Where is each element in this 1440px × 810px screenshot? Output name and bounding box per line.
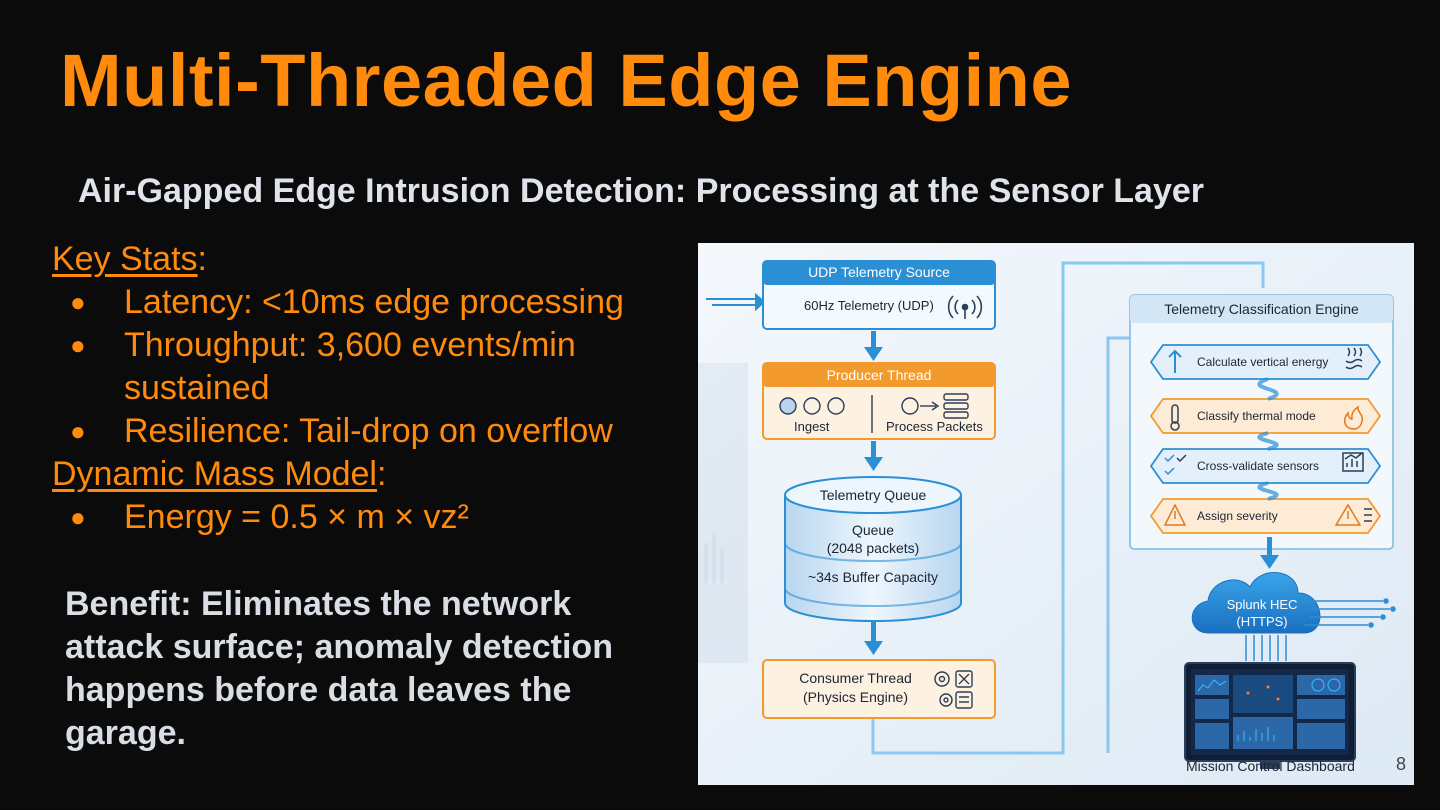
consumer-line1: Consumer Thread xyxy=(799,670,912,686)
udp-source-title: UDP Telemetry Source xyxy=(808,264,950,280)
energy-formula: ●Energy = 0.5 × m × vz² xyxy=(52,496,692,539)
step-thermal-mode: Classify thermal mode xyxy=(1197,409,1316,423)
producer-process-label: Process Packets xyxy=(886,419,983,434)
slide-title: Multi-Threaded Edge Engine xyxy=(60,39,1073,122)
producer-ingest-label: Ingest xyxy=(794,419,830,434)
diagram-graphics xyxy=(698,243,1414,785)
bullet-icon: ● xyxy=(70,502,86,532)
bullet-icon: ● xyxy=(70,330,86,360)
step-vertical-energy: Calculate vertical energy xyxy=(1197,355,1329,369)
classification-title: Telemetry Classification Engine xyxy=(1164,301,1359,317)
key-stats-heading: Key Stats: xyxy=(52,240,207,278)
splunk-line2: (HTTPS) xyxy=(1236,614,1288,629)
queue-line1: Queue xyxy=(851,522,895,538)
stats-section: Key Stats: ●Latency: <10ms edge processi… xyxy=(52,238,692,539)
step-cross-validate: Cross-validate sensors xyxy=(1197,459,1320,473)
splunk-line1: Splunk HEC xyxy=(1226,597,1298,612)
mass-model-list: ●Energy = 0.5 × m × vz² xyxy=(52,496,692,539)
udp-source-body: 60Hz Telemetry (UDP) xyxy=(804,298,934,313)
stat-throughput: ●Throughput: 3,600 events/min xyxy=(52,324,692,367)
page-number: 8 xyxy=(1395,754,1406,774)
step-assign-severity: Assign severity xyxy=(1197,509,1278,523)
stat-latency: ●Latency: <10ms edge processing xyxy=(52,281,692,324)
key-stats-list: ●Latency: <10ms edge processing ●Through… xyxy=(52,281,692,453)
consumer-line2: (Physics Engine) xyxy=(802,689,909,705)
mass-model-heading: Dynamic Mass Model: xyxy=(52,455,387,493)
queue-line3: ~34s Buffer Capacity xyxy=(807,569,939,585)
stat-resilience: ●Resilience: Tail-drop on overflow xyxy=(52,410,692,453)
bullet-icon: ● xyxy=(70,287,86,317)
queue-line2: (2048 packets) xyxy=(826,540,920,556)
architecture-diagram: UDP Telemetry Source 60Hz Telemetry (UDP… xyxy=(698,243,1414,785)
producer-title: Producer Thread xyxy=(826,367,932,383)
bullet-icon: ● xyxy=(70,416,86,446)
dashboard-label: Mission Control Dashboard xyxy=(1186,758,1355,774)
slide-subtitle: Air-Gapped Edge Intrusion Detection: Pro… xyxy=(78,172,1205,210)
benefit-text: Benefit: Eliminates the network attack s… xyxy=(65,585,613,752)
stat-throughput-cont: sustained xyxy=(124,369,270,407)
wifi-icon xyxy=(947,295,983,319)
queue-title: Telemetry Queue xyxy=(819,487,927,503)
